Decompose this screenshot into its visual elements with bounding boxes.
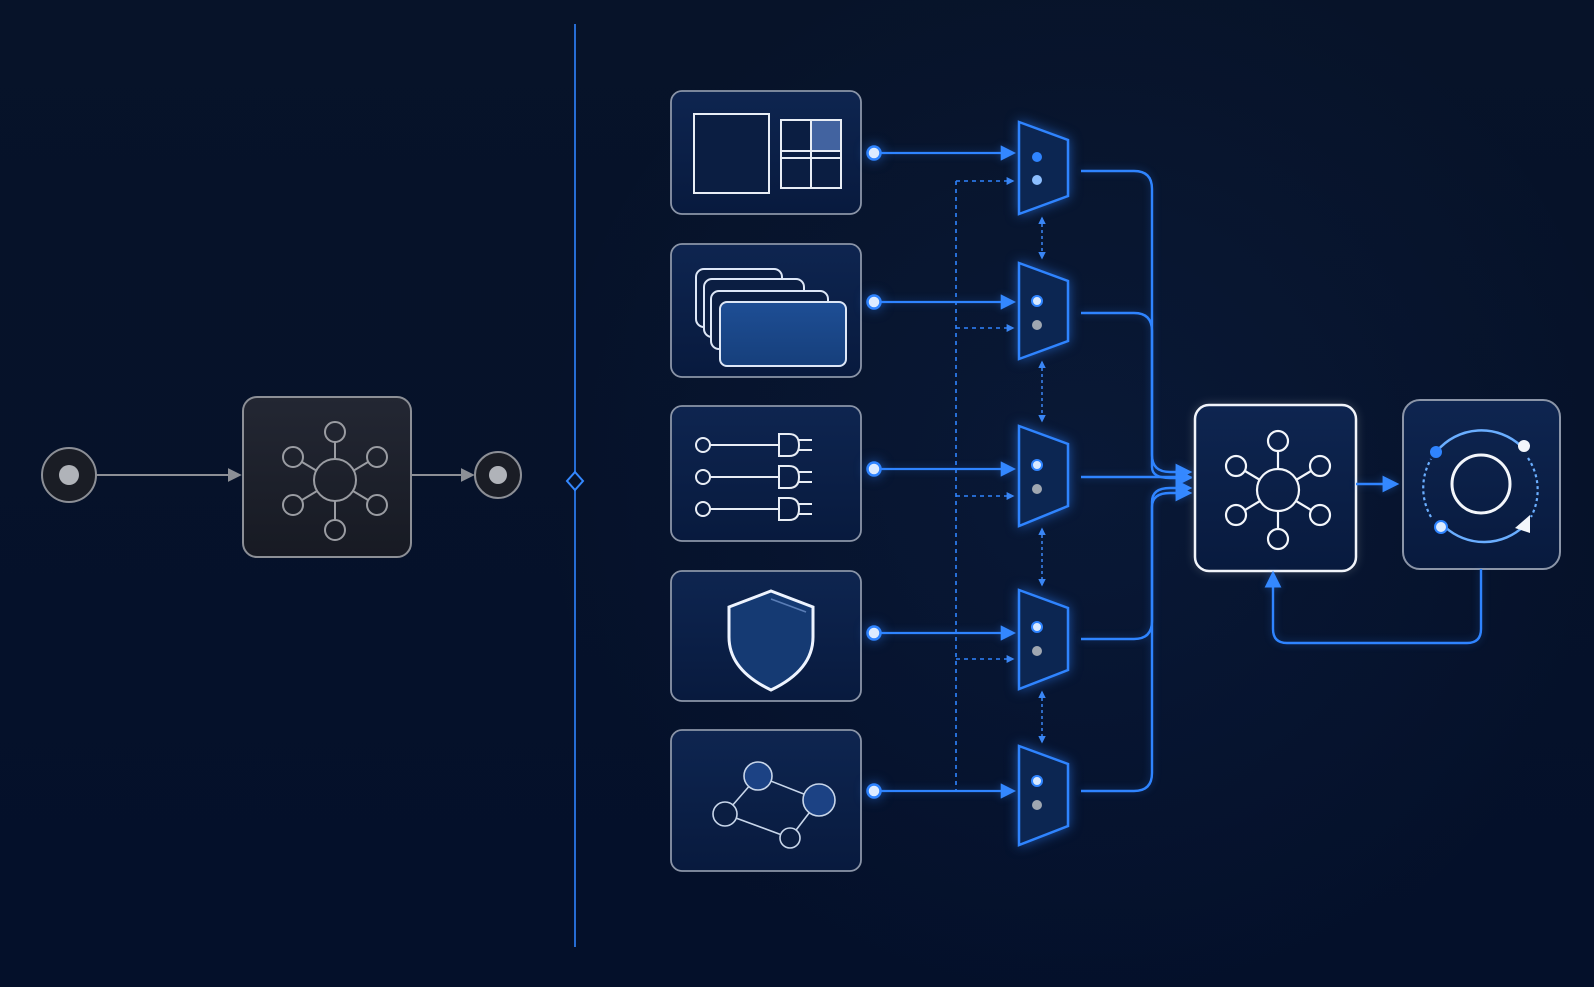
- source-panel-plugins[interactable]: [670, 405, 862, 542]
- cycle-feedback-arrow: [1264, 569, 1483, 645]
- source-panel-graph[interactable]: [670, 729, 862, 872]
- source-panels: [670, 90, 862, 872]
- gateway-node-2[interactable]: [1017, 261, 1070, 361]
- gateway-column: [1017, 120, 1070, 847]
- divider: [565, 24, 585, 947]
- cycle-node[interactable]: [1402, 399, 1561, 570]
- shield-icon: [727, 589, 815, 692]
- gateway-node-3[interactable]: [1017, 424, 1070, 528]
- graph-nodes-icon: [712, 761, 836, 849]
- central-hub[interactable]: [1193, 403, 1358, 573]
- legacy-end-node-center: [489, 466, 507, 484]
- legacy-start-node-center: [59, 465, 79, 485]
- gateway-node-5[interactable]: [1017, 744, 1070, 847]
- dashboard-layout-icon: [693, 113, 842, 194]
- source-output-ports: [866, 145, 882, 799]
- legacy-flow: [41, 396, 522, 558]
- legacy-hub-panel: [242, 396, 412, 558]
- central-hub-network-icon: [1224, 429, 1332, 551]
- legacy-hub-icon: [282, 421, 388, 541]
- source-to-gateway-links: [874, 145, 1017, 799]
- refresh-cycle-icon: [1422, 429, 1539, 544]
- plug-connectors-icon: [695, 433, 812, 521]
- cycle-panel[interactable]: [1402, 399, 1561, 570]
- gateway-to-hub-links: [1081, 169, 1193, 793]
- gateway-node-1[interactable]: [1017, 120, 1070, 216]
- divider-diamond-icon: [565, 470, 585, 492]
- gateway-node-4[interactable]: [1017, 588, 1070, 691]
- stacked-windows-icon: [695, 268, 847, 367]
- central-hub-panel[interactable]: [1193, 403, 1358, 573]
- dashed-control-bus: [955, 177, 1015, 791]
